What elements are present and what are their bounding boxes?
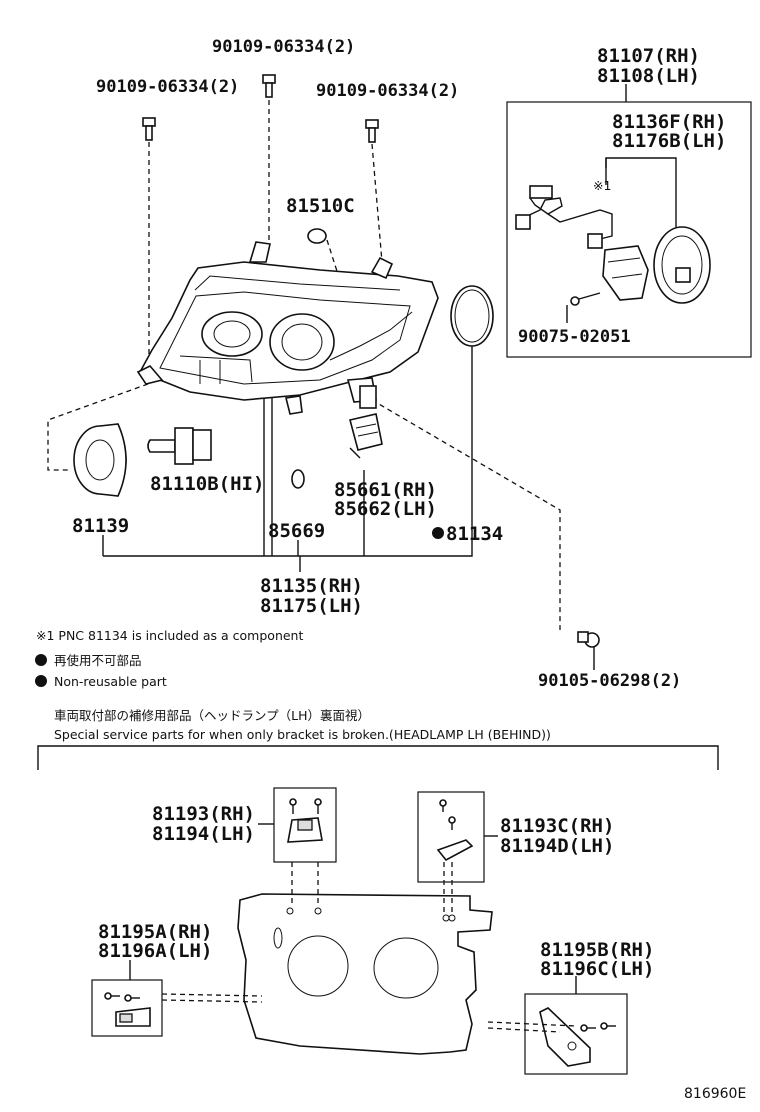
legend-dot-jp-icon [35,654,47,666]
label-bracket-d-rh: 81195B(RH) [540,939,654,961]
bracket-d-part [539,1007,616,1067]
dash-bolt-right [371,143,383,263]
bolt-right-icon [365,119,379,143]
inset-screw-icon [570,292,601,306]
inset-harness-box [506,101,752,358]
dash-bottom-bolt [371,399,561,630]
note-pnc: ※1 PNC 81134 is included as a component [36,628,303,643]
note-jp-nonreusable: 再使用不可部品 [54,653,142,668]
label-bolt-top: 90109-06334(2) [212,37,355,57]
leader-bottom-bar [103,533,473,557]
note-jp-section: 車両取付部の補修用部品（ヘッドランプ（LH）裏面視） [54,708,370,723]
dash-bracket-b-1 [161,993,263,997]
dash-bracket-d-1 [487,1021,577,1027]
gasket-ring [450,285,494,347]
bolt-top-icon [262,74,276,98]
label-unit-rh: 81135(RH) [260,575,363,597]
label-hi-bulb: 81110B(HI) [150,473,264,495]
label-bracket-b-rh: 81195A(RH) [98,921,212,943]
legend-dot-en-icon [35,675,47,687]
bolt-bottom-icon [577,631,600,648]
small-bulb-icon [307,228,327,244]
label-bracket-c-lh: 81194D(LH) [500,835,614,857]
label-assy-rh: 81107(RH) [597,45,700,67]
label-small-bulb: 81510C [286,195,355,217]
note-en-nonreusable: Non-reusable part [54,674,167,689]
resistor-icon [349,385,383,459]
harness-ring [653,226,711,304]
label-resistor-rh: 85661(RH) [334,479,437,501]
label-asterisk: ※1 [593,178,611,193]
label-bracket-d-lh: 81196C(LH) [540,958,654,980]
label-cap: 81139 [72,515,129,537]
ballast-module [602,245,649,301]
headlamp-back-housing [237,893,493,1055]
section-bracket-line [37,745,719,770]
label-bracket-b-lh: 81196A(LH) [98,940,212,962]
wire-harness [515,185,613,249]
label-small-gasket: 85669 [268,520,325,542]
dash-cap [47,383,149,471]
bracket-c-box [417,791,485,883]
label-inset-screw: 90075-02051 [518,327,631,347]
label-bracket-a-lh: 81194(LH) [152,823,255,845]
label-harness-rh: 81136F(RH) [612,111,726,133]
cap-part [73,423,127,497]
label-resistor-lh: 85662(LH) [334,498,437,520]
bracket-b-box [91,979,163,1037]
note-en-section: Special service parts for when only brac… [54,727,551,742]
label-harness-lh: 81176B(LH) [612,130,726,152]
hi-bulb-icon [147,427,212,465]
headlamp-assembly [136,241,439,415]
figure-reference: 816960E [684,1086,746,1102]
label-bracket-a-rh: 81193(RH) [152,803,255,825]
label-bolt-bottom: 90105-06298(2) [538,671,681,691]
dash-bracket-d-2 [487,1027,561,1033]
label-bolt-right: 90109-06334(2) [316,81,459,101]
dash-bracket-b-2 [161,999,263,1003]
bracket-b-part [104,992,151,1027]
bolt-left-icon [142,117,156,141]
label-bracket-c-rh: 81193C(RH) [500,815,614,837]
bracket-a-part [287,798,323,843]
label-nonreusable: 81134 [446,523,503,545]
label-bolt-left: 90109-06334(2) [96,77,239,97]
bracket-c-part [436,799,474,862]
nonreusable-dot-icon [432,527,444,539]
small-gasket-icon [291,469,305,489]
label-assy-lh: 81108(LH) [597,65,700,87]
label-unit-lh: 81175(LH) [260,595,363,617]
